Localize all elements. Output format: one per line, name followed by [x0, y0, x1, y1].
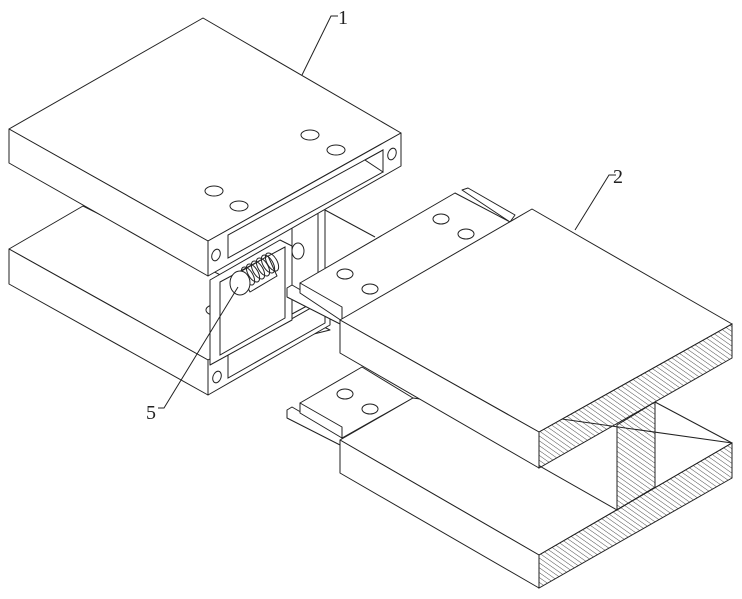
- leader-line-2: [575, 175, 616, 230]
- label-part-2: 2: [613, 167, 623, 187]
- label-part-1: 1: [338, 8, 348, 28]
- leader-line-1: [302, 16, 338, 75]
- label-part-5: 5: [146, 403, 156, 423]
